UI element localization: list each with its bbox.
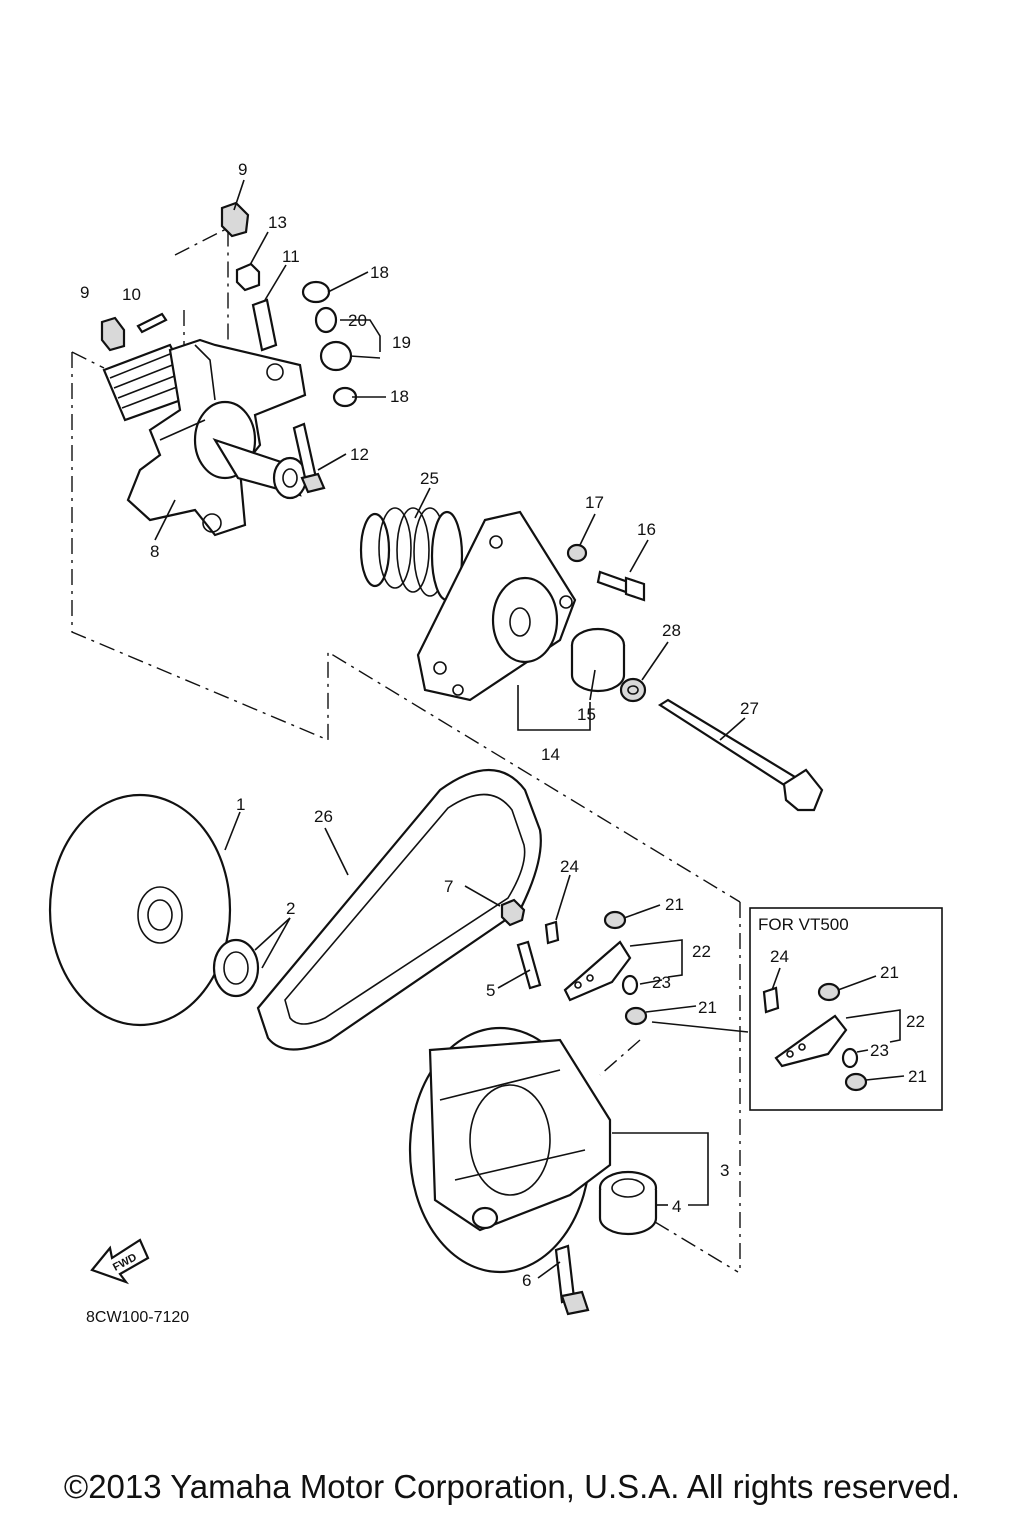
- inset-callout-23: 23: [870, 1041, 889, 1060]
- callout-14: 14: [541, 745, 560, 764]
- spring-part-25: [359, 507, 464, 602]
- callout-16: 16: [637, 520, 656, 539]
- fastener-parts: [566, 543, 824, 812]
- slider-parts: [500, 898, 648, 1026]
- callout-27: 27: [740, 699, 759, 718]
- callout-15: 15: [577, 705, 596, 724]
- callout-9-top: 9: [238, 160, 247, 179]
- callout-6: 6: [522, 1271, 531, 1290]
- callout-10: 10: [122, 285, 141, 304]
- inset-for-vt500: [749, 907, 943, 1111]
- callout-5: 5: [486, 981, 495, 1000]
- callout-1: 1: [236, 795, 245, 814]
- callout-13: 13: [268, 213, 287, 232]
- callout-12: 12: [350, 445, 369, 464]
- callout-22: 22: [692, 942, 711, 961]
- inset-callout-22: 22: [906, 1012, 925, 1031]
- moving-sheave-part-3: [408, 1026, 612, 1274]
- callout-7: 7: [444, 877, 453, 896]
- callout-26: 26: [314, 807, 333, 826]
- callout-17: 17: [585, 493, 604, 512]
- primary-sheave-part-8: [102, 338, 308, 537]
- callout-18-bottom: 18: [390, 387, 409, 406]
- callout-3: 3: [720, 1161, 729, 1180]
- callout-8: 8: [150, 542, 159, 561]
- bearing-part-2: [212, 938, 260, 998]
- diagram-code: 8CW100-7120: [86, 1309, 189, 1326]
- leader-lines: [154, 179, 749, 1279]
- callout-23: 23: [652, 973, 671, 992]
- inset-title: FOR VT500: [758, 915, 849, 934]
- inset-callout-21-top: 21: [880, 963, 899, 982]
- inset-callout-24: 24: [770, 947, 789, 966]
- bolt-part-6: [554, 1244, 590, 1316]
- callout-24: 24: [560, 857, 579, 876]
- callout-28: 28: [662, 621, 681, 640]
- copyright-notice: ©2013 Yamaha Motor Corporation, U.S.A. A…: [63, 1468, 961, 1505]
- callout-9-left: 9: [80, 283, 89, 302]
- belt-part-26: [256, 769, 542, 1051]
- callout-4: 4: [672, 1197, 681, 1216]
- inset-callout-21-bottom: 21: [908, 1067, 927, 1086]
- callout-21-top: 21: [665, 895, 684, 914]
- callout-21-bottom: 21: [698, 998, 717, 1017]
- bushing-part-4: [598, 1170, 658, 1236]
- callout-labels: 9 13 11 18 9 10 20 19 18 12 8 25 17 16 2…: [80, 160, 927, 1326]
- fixed-sheave-part-1: [48, 793, 232, 1027]
- callout-18-top: 18: [370, 263, 389, 282]
- callout-19: 19: [392, 333, 411, 352]
- callout-2: 2: [286, 899, 295, 918]
- callout-25: 25: [420, 469, 439, 488]
- callout-20: 20: [348, 311, 367, 330]
- forward-arrow-icon: [90, 1238, 150, 1285]
- callout-11: 11: [282, 247, 300, 266]
- cap-part-14: [416, 510, 577, 702]
